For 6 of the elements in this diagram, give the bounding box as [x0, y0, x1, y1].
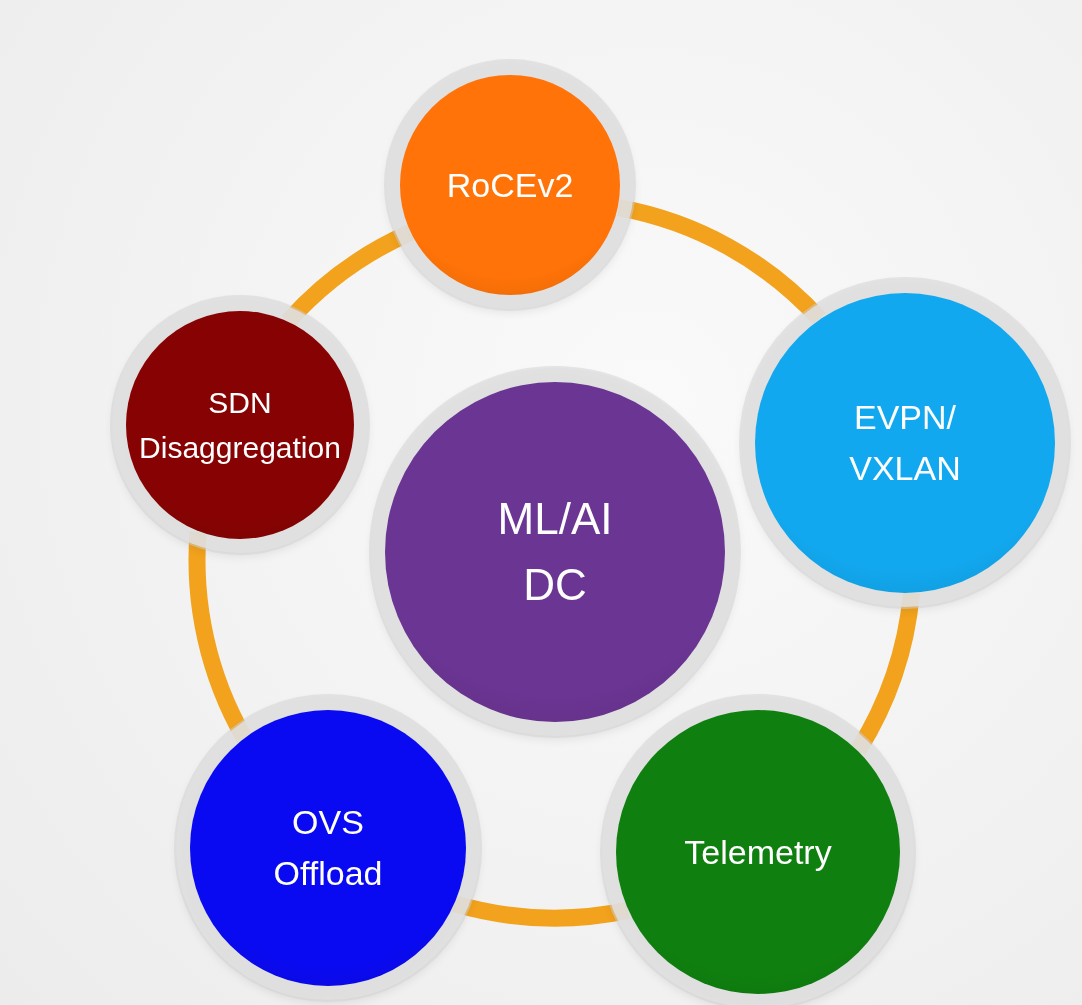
node-label: SDN Disaggregation: [139, 385, 341, 466]
node-label: EVPN/ VXLAN: [849, 397, 961, 489]
node-label: RoCEv2: [446, 164, 574, 206]
node-label: Telemetry: [684, 831, 832, 873]
node-label: ML/AI DC: [497, 493, 613, 611]
node-label: OVS Offload: [273, 802, 383, 894]
